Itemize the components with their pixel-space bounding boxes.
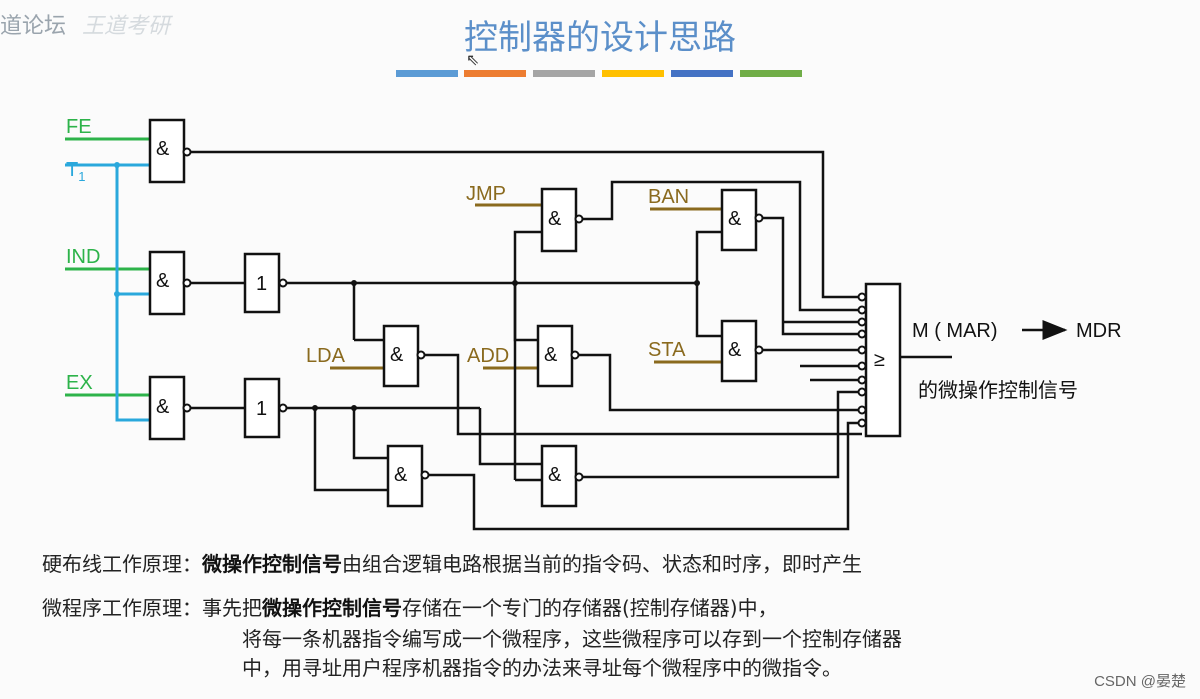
gate-symbol: & — [544, 344, 558, 366]
hardwired-bold-term: 微操作控制信号 — [202, 552, 342, 576]
decor-bar — [602, 70, 664, 77]
slide-title: 控制器的设计思路 — [464, 18, 736, 58]
and-gate-ind — [148, 250, 186, 316]
and-gate-fe — [148, 118, 186, 184]
gate-symbols: & & & 1 1 & & & & & & & ≥ — [156, 138, 885, 486]
wire-junctions — [312, 280, 700, 411]
watermark-logo: 王道考研 — [82, 14, 171, 39]
junction-dot — [114, 291, 120, 297]
gate-symbol: & — [548, 464, 562, 486]
label-ban: BAN — [648, 186, 689, 208]
gate-symbol: 1 — [256, 398, 267, 420]
output-labels: M ( MAR) MDR 的微操作控制信号 — [912, 320, 1122, 402]
junction-dot — [351, 405, 357, 411]
junction-dot — [351, 280, 357, 286]
microprogram-text-1a: 事先把 — [202, 596, 262, 620]
gates — [148, 118, 902, 508]
microprogram-description: 微程序工作原理：事先把微操作控制信号存储在一个专门的存储器(控制存储器)中， — [42, 594, 778, 622]
wires — [189, 150, 1068, 531]
gate-symbol: & — [394, 464, 408, 486]
decor-bar — [740, 70, 802, 77]
or-gate — [864, 282, 902, 438]
label-ind: IND — [66, 246, 100, 268]
junction-dot — [694, 280, 700, 286]
output-label-mar: M ( MAR) — [912, 320, 998, 342]
hardwired-description: 硬布线工作原理：微操作控制信号由组合逻辑电路根据当前的指令码、状态和时序，即时产… — [42, 550, 862, 578]
and-gate-jmp — [540, 187, 578, 253]
watermark: 道论坛 — [0, 14, 67, 39]
microprogram-text-1c: 存储在一个专门的存储器(控制存储器)中， — [402, 596, 778, 620]
and-gate-ex — [148, 375, 186, 441]
microprogram-label: 微程序工作原理： — [42, 596, 202, 620]
gate-symbol: & — [390, 344, 404, 366]
gate-symbol: & — [728, 339, 742, 361]
label-ex: EX — [66, 372, 93, 394]
not-gate-ex — [243, 377, 281, 439]
gate-symbol: & — [156, 270, 170, 292]
gate-symbol: & — [156, 138, 170, 160]
junction-dot — [512, 280, 518, 286]
label-sta: STA — [648, 339, 686, 361]
gate-symbol: ≥ — [874, 349, 885, 371]
csdn-footer: CSDN @晏楚 — [1094, 673, 1186, 690]
microprogram-line-3: 中，用寻址用户程序机器指令的办法来寻址每个微程序中的微指令。 — [242, 656, 842, 680]
label-t1: T1 — [66, 159, 85, 184]
input-labels: FE T1 IND EX JMP BAN LDA ADD STA — [66, 116, 689, 394]
label-lda: LDA — [306, 345, 346, 367]
label-fe: FE — [66, 116, 92, 138]
hardwired-text: 由组合逻辑电路根据当前的指令码、状态和时序，即时产生 — [342, 552, 862, 576]
gate-symbol: & — [548, 208, 562, 230]
decor-bar — [533, 70, 595, 77]
gate-symbol: & — [728, 208, 742, 230]
t1-junctions — [114, 162, 120, 297]
label-jmp: JMP — [466, 183, 506, 205]
inversion-bubbles — [182, 147, 867, 482]
label-add: ADD — [467, 345, 509, 367]
and-gate-lower-2 — [540, 444, 578, 508]
decor-bar — [464, 70, 526, 77]
decor-bar — [671, 70, 733, 77]
mouse-cursor-icon: ⇖ — [466, 50, 480, 69]
decor-bar — [396, 70, 458, 77]
and-gate-ban — [720, 188, 758, 252]
and-gate-lower-1 — [386, 444, 424, 508]
junction-dot — [114, 162, 120, 168]
junction-dot — [312, 405, 318, 411]
output-label-signal: 的微操作控制信号 — [918, 378, 1078, 402]
hardwired-label: 硬布线工作原理： — [42, 552, 202, 576]
gate-symbol: 1 — [256, 273, 267, 295]
microprogram-line-2: 将每一条机器指令编写成一个微程序，这些微程序可以存到一个控制存储器 — [242, 627, 902, 651]
output-label-mdr: MDR — [1076, 320, 1122, 342]
microprogram-bold-term: 微操作控制信号 — [262, 596, 402, 620]
input-lines — [65, 137, 722, 422]
gate-symbol: & — [156, 396, 170, 418]
